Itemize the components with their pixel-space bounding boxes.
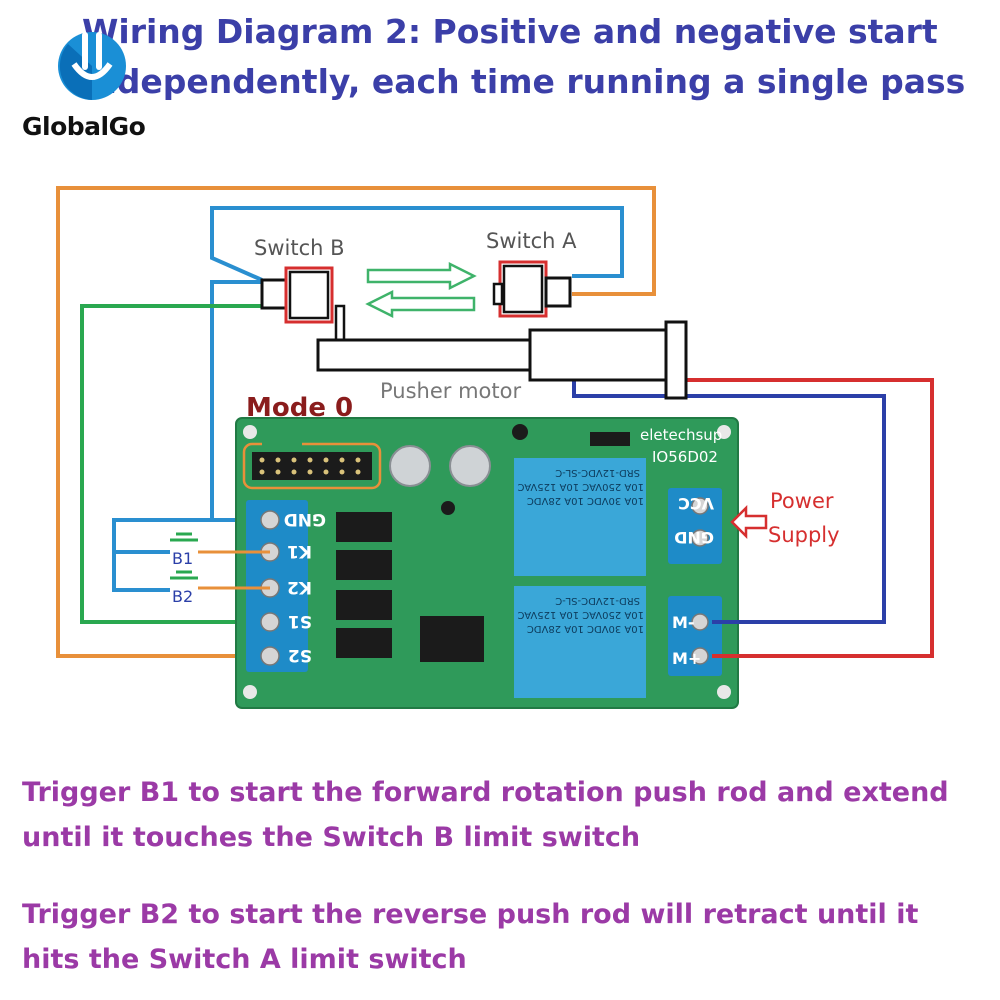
caption-b2: Trigger B2 to start the reverse push rod…: [22, 892, 992, 982]
terminal-s2-label: S2: [288, 645, 312, 665]
caption-b1-line-1: Trigger B1 to start the forward rotation…: [22, 777, 949, 808]
globalgo-logo-icon: [58, 32, 126, 100]
arrow-left-icon: [365, 289, 476, 319]
button-b1-icon: [170, 532, 198, 542]
caption-b2-line-1: Trigger B2 to start the reverse push rod…: [22, 899, 919, 930]
terminal-m-minus-label: M-: [672, 613, 695, 632]
relay-1-model: SRD-12VDC-SL-C: [555, 467, 640, 478]
relay-2-rating-2: 10A 30VDC 10A 28VDC: [527, 623, 644, 634]
switch-b-body: [260, 266, 346, 348]
mode-label: Mode 0: [246, 393, 353, 423]
terminal-m-plus-label: M+: [672, 649, 701, 668]
board-model: IO56D02: [652, 448, 718, 466]
caption-b1: Trigger B1 to start the forward rotation…: [22, 770, 992, 860]
relay-2-model: SRD-12VDC-SL-C: [555, 595, 640, 606]
b2-label: B2: [172, 587, 193, 606]
switch-a-body: [492, 260, 572, 318]
relay-2-rating-1: 10A 250VAC 10A 125VAC: [517, 609, 644, 620]
caption-b2-line-2: hits the Switch A limit switch: [22, 944, 467, 975]
blue-wire-top: [210, 206, 624, 282]
terminal-s1-label: S1: [288, 611, 312, 631]
pusher-motor: [316, 320, 688, 400]
switch-b-label: Switch B: [254, 236, 345, 260]
terminal-gnd-right-label: GND: [674, 528, 714, 547]
arrow-right-icon: [366, 261, 477, 291]
title-line-2: independently, each time running a singl…: [82, 62, 966, 101]
logo-brand-text: GlobalGo: [22, 112, 146, 141]
b1-label: B1: [172, 549, 193, 568]
relay-2: [514, 586, 646, 698]
red-wire: [672, 378, 934, 658]
title-line-1: Wiring Diagram 2: Positive and negative …: [82, 12, 938, 51]
relay-1-rating-2: 10A 30VDC 10A 28VDC: [527, 495, 644, 506]
pusher-motor-label: Pusher motor: [380, 379, 521, 403]
power-label-2: Supply: [768, 523, 840, 547]
relay-1: [514, 458, 646, 576]
caption-b1-line-2: until it touches the Switch B limit swit…: [22, 822, 641, 853]
switch-a-label: Switch A: [486, 229, 577, 253]
terminal-vcc-label: VCC: [678, 494, 714, 513]
green-wire: [80, 304, 270, 624]
terminal-k1-label: K1: [287, 541, 312, 561]
button-b2-icon: [170, 570, 198, 580]
capacitor-1: [389, 445, 431, 487]
power-arrow-icon: [730, 504, 768, 540]
terminal-k2-label: K2: [287, 577, 312, 597]
capacitor-2: [449, 445, 491, 487]
navy-wire: [572, 372, 886, 624]
power-label-1: Power: [770, 489, 834, 513]
relay-1-rating-1: 10A 250VAC 10A 125VAC: [517, 481, 644, 492]
board-brand: eletechsup: [640, 426, 722, 444]
terminal-gnd-label: GND: [284, 509, 326, 529]
mode-jumper-header: [242, 442, 382, 490]
orange-wire: [56, 186, 656, 658]
blue-wire-buttons: [112, 518, 212, 592]
